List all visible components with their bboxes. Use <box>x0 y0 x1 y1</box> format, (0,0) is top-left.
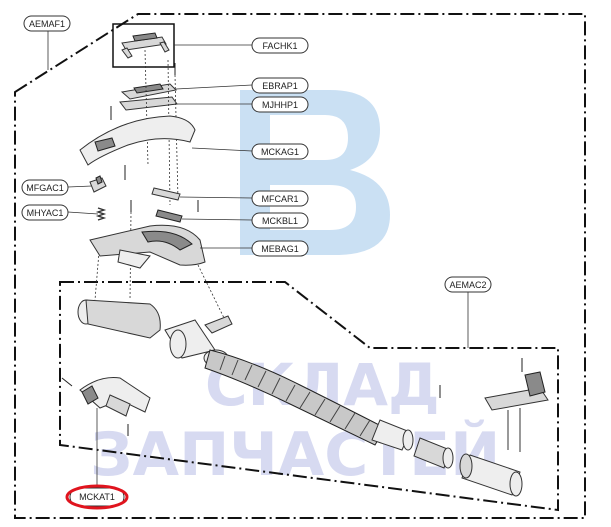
callout-mckag1: MCKAG1 <box>251 143 309 160</box>
svg-text:FACHK1: FACHK1 <box>262 41 297 51</box>
part-mckbl1 <box>155 209 183 223</box>
svg-text:MJHHP1: MJHHP1 <box>262 100 298 110</box>
part-mjhhp1 <box>119 96 252 111</box>
detail-box-fachk1 <box>112 23 175 68</box>
svg-text:MCKAT1: MCKAT1 <box>79 492 115 502</box>
svg-text:MFGAC1: MFGAC1 <box>26 183 64 193</box>
callout-mjhhp1: MJHHP1 <box>251 96 309 113</box>
svg-text:MEBAG1: MEBAG1 <box>261 244 299 254</box>
screws <box>61 63 523 436</box>
part-connector <box>164 315 233 359</box>
callout-mebag1: MEBAG1 <box>251 240 309 257</box>
callout-mhyac1: MHYAC1 <box>21 204 69 221</box>
svg-text:MCKAG1: MCKAG1 <box>261 147 299 157</box>
assembly-frame-aemaf1 <box>14 13 586 519</box>
callout-fachk1: FACHK1 <box>251 37 309 54</box>
part-fachk1 <box>121 32 170 59</box>
leader-lines <box>47 30 469 488</box>
part-flexible-hose <box>203 349 386 446</box>
part-handle-tube <box>77 299 161 339</box>
svg-text:EBRAP1: EBRAP1 <box>262 81 298 91</box>
part-mebag1 <box>89 224 206 269</box>
callout-aemac2: AEMAC2 <box>444 276 492 293</box>
highlight-ring <box>65 484 129 510</box>
svg-text:MFCAR1: MFCAR1 <box>261 194 298 204</box>
part-mckat1 <box>79 377 151 417</box>
svg-text:AEMAF1: AEMAF1 <box>29 19 65 29</box>
part-mfgac1 <box>89 175 107 193</box>
callout-mckat1: MCKAT1 <box>69 487 125 507</box>
callout-ebrap1: EBRAP1 <box>251 77 309 94</box>
svg-text:MCKBL1: MCKBL1 <box>262 216 298 226</box>
callout-mckbl1: MCKBL1 <box>251 212 309 229</box>
part-mhyac1 <box>95 207 107 221</box>
callout-aemaf1: AEMAF1 <box>23 15 71 32</box>
callout-mfgac1: MFGAC1 <box>21 179 69 196</box>
part-mfcar1 <box>151 187 181 201</box>
callout-mfcar1: MFCAR1 <box>251 190 309 207</box>
assembly-frame-aemac2 <box>59 281 559 512</box>
watermark-logo <box>240 90 390 255</box>
part-mckag1 <box>79 115 253 166</box>
part-hose-cuff <box>371 419 454 469</box>
svg-text:AEMAC2: AEMAC2 <box>449 280 486 290</box>
svg-text:MHYAC1: MHYAC1 <box>27 208 64 218</box>
part-end-fitting <box>459 371 549 497</box>
part-ebrap1 <box>120 83 253 100</box>
